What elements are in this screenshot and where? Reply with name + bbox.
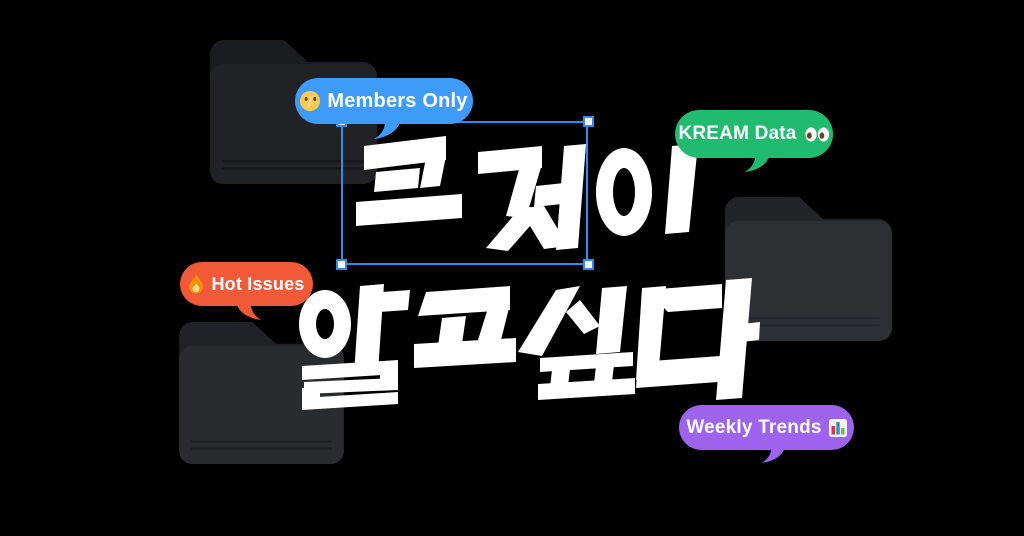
shushing-face-emoji-icon xyxy=(300,91,321,111)
headline-text xyxy=(299,136,760,410)
kream-data-bubble[interactable]: KREAM Data xyxy=(675,110,833,172)
bubble-tail xyxy=(744,156,770,172)
bubble-label: Members Only xyxy=(327,89,468,112)
headline-line2 xyxy=(299,278,760,410)
bubble-label: Weekly Trends xyxy=(686,416,822,438)
bubble-tail xyxy=(374,122,400,139)
bubble-tail xyxy=(236,304,262,320)
members-only-bubble[interactable]: Members Only xyxy=(295,78,473,139)
bubble-tail xyxy=(761,448,785,463)
hot-issues-bubble[interactable]: Hot Issues xyxy=(180,262,313,320)
selection-handle-bottom-right[interactable] xyxy=(583,259,594,270)
eyes-emoji-icon xyxy=(804,127,830,142)
selection-handle-bottom-left[interactable] xyxy=(336,259,347,270)
bar-chart-emoji-icon xyxy=(828,418,847,437)
fire-emoji-icon xyxy=(188,274,204,294)
headline-line1 xyxy=(356,136,698,251)
bubble-label: Hot Issues xyxy=(211,273,305,294)
folder-icon[interactable] xyxy=(725,197,892,341)
weekly-trends-bubble[interactable]: Weekly Trends xyxy=(679,405,854,463)
selection-handle-top-right[interactable] xyxy=(583,116,594,127)
selection-box xyxy=(341,121,588,265)
bubble-label: KREAM Data xyxy=(678,123,797,144)
